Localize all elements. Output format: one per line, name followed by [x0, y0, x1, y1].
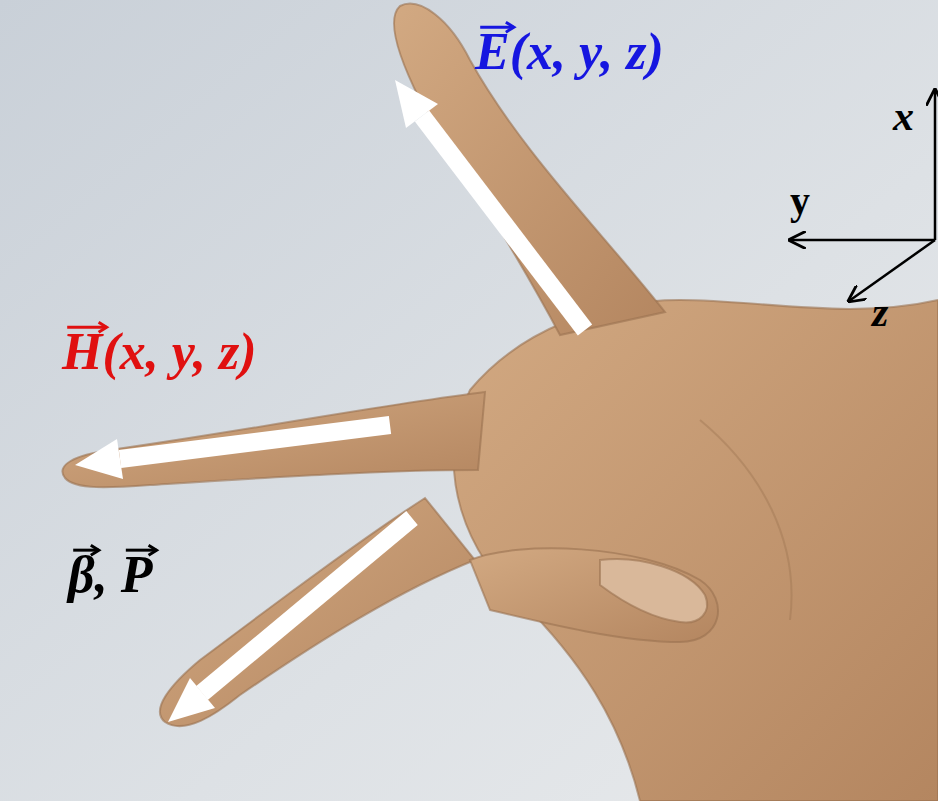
axis-label: y — [790, 178, 810, 224]
field-label: β, P — [68, 545, 152, 605]
vector-arrows — [75, 80, 585, 722]
field-label: E(x, y, z) — [475, 22, 664, 82]
axis-label: x — [893, 92, 914, 140]
axis-label: z — [872, 288, 888, 336]
field-label: H(x, y, z) — [62, 322, 256, 382]
axes — [790, 90, 935, 301]
hand — [62, 4, 938, 801]
